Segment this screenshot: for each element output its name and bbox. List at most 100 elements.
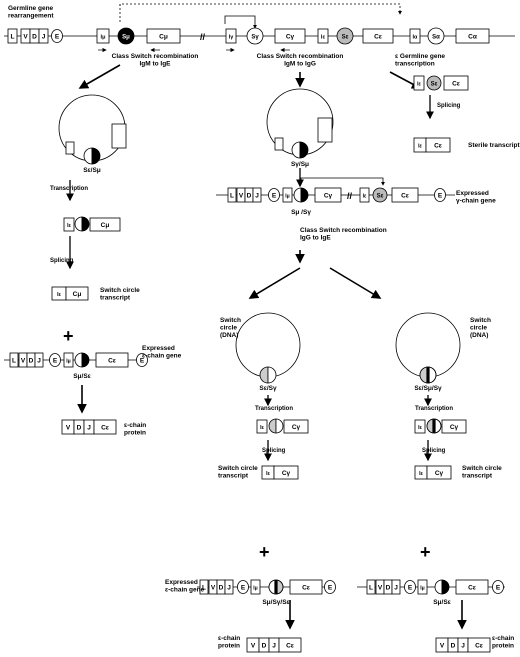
le-E	[49, 353, 61, 367]
b1p-Ceps-label: Cε	[286, 642, 294, 649]
b1e-E2-label: E	[328, 584, 333, 591]
eg-V-label: V	[239, 192, 244, 199]
b1p-J-label: J	[272, 642, 276, 649]
left-circle-junction-right	[91, 147, 101, 165]
transcription-b2: Transcription	[415, 406, 453, 412]
b2p-Ceps	[467, 637, 491, 653]
le-E2-label: E	[140, 357, 145, 364]
b2e-Imu	[417, 579, 428, 595]
g-D-label: D	[32, 33, 37, 40]
le-j-left	[74, 352, 83, 368]
switch-circle-dna-b1-line2: circle	[220, 325, 237, 332]
le-L	[9, 352, 19, 368]
switch-circle-dna-b2-line3: (DNA)	[470, 332, 488, 339]
b2-s-Cg	[426, 465, 452, 480]
r-s-Ceps-label: Cε	[434, 142, 442, 149]
lp-D-label: D	[77, 424, 82, 431]
g-Seps	[336, 27, 354, 45]
le-D-label: D	[29, 357, 34, 364]
splicing-b2: Splicing	[422, 448, 446, 454]
sct-left-line2: transcript	[100, 295, 131, 302]
b1-t-j-right	[275, 418, 284, 434]
lp-J-label: J	[87, 424, 91, 431]
b1e-Imu	[250, 579, 261, 595]
splicing-right: Splicing	[437, 103, 461, 109]
r-Seps	[426, 75, 442, 91]
b2e-j-left	[434, 579, 443, 595]
mid-circle-junction-label: Sγ/Sμ	[291, 161, 309, 168]
splicing-b1: Splicing	[262, 448, 286, 454]
r-Ceps	[443, 75, 469, 91]
le-j-right	[81, 352, 90, 368]
eps-protein-b1-line1: ε-chain	[218, 635, 240, 642]
switch-circle-dna-b2-line1: Switch	[470, 317, 491, 324]
sct-b1-line2: transcript	[218, 473, 249, 480]
b1e-junction-label: Sμ/Sγ/Sε	[262, 599, 289, 606]
g-Smu	[117, 27, 135, 45]
b2e-j-right	[441, 579, 450, 595]
b2-t-Ieps	[414, 419, 426, 434]
le-Imu-label: Iμ	[66, 358, 70, 364]
b2e-Ceps-label: Cε	[468, 584, 476, 591]
eg-Ieps-label: Iε	[363, 193, 367, 199]
g-L-label: L	[11, 33, 15, 40]
splicing-left: Splicing	[50, 258, 74, 264]
b2e-E2-label: E	[496, 584, 501, 591]
b2p-J-label: J	[461, 642, 465, 649]
g-V-label: V	[23, 33, 28, 40]
r-s-Ceps	[425, 137, 451, 153]
eg-D-label: D	[247, 192, 252, 199]
arrow-branch-left	[248, 267, 301, 299]
plus-left: +	[63, 326, 74, 346]
lp-Ceps	[93, 419, 117, 435]
transcription-left: Transcription	[50, 186, 88, 192]
le-J-label: J	[37, 357, 41, 364]
g-Salpha-label: Sα	[432, 34, 440, 40]
b2e-V-label: V	[378, 584, 383, 591]
g-Salpha	[427, 27, 445, 45]
lp-Ceps-label: Cε	[101, 424, 109, 431]
eg-Cgamma	[314, 187, 342, 203]
sct-b2-line2: transcript	[462, 473, 493, 480]
eg-Imu	[282, 187, 293, 203]
g-Calpha-label: Cα	[468, 33, 477, 40]
csr-igg-ige-line2: IgG to IgE	[300, 235, 331, 242]
b1-j-right	[267, 366, 277, 384]
g-Ceps	[362, 28, 394, 44]
g-Ialpha	[409, 28, 421, 44]
g-Cmu-label: Cμ	[159, 33, 168, 40]
g-Ieps	[317, 28, 329, 44]
b2p-V-label: V	[440, 642, 445, 649]
eps-protein-left-line2: protein	[124, 430, 146, 437]
switch-circle-dna-b1-line1: Switch	[220, 317, 241, 324]
b2-t-Cg-label: Cγ	[450, 424, 459, 431]
eg-junction-label: Sμ /Sγ	[291, 209, 311, 216]
eg-j-right	[300, 187, 309, 203]
eps-germline-line1: ε Germline gene	[395, 53, 445, 60]
left-circle-junction-left	[83, 147, 93, 165]
b1e-V-label: V	[211, 584, 216, 591]
b1-s-Cg	[273, 465, 299, 480]
left-s-Cmu	[65, 286, 89, 301]
g-Calpha	[455, 28, 490, 44]
lp-V-label: V	[66, 424, 71, 431]
plus-b2: +	[420, 542, 431, 562]
eg-Cgamma-label: Cγ	[324, 192, 333, 199]
g-Cmu	[146, 28, 181, 44]
b1-t-Cg	[283, 419, 309, 434]
r-s-Ieps-label: Iε	[418, 143, 422, 149]
eg-E	[268, 188, 280, 202]
le-Ceps-label: Cε	[108, 357, 116, 364]
left-t-Ieps	[63, 217, 75, 232]
b2e-E-label: E	[408, 584, 413, 591]
b1e-Imu-label: Iμ	[253, 585, 257, 591]
eg-E2-label: E	[438, 192, 443, 199]
eg-E2	[434, 188, 446, 202]
r-Ieps-label: Iε	[417, 81, 421, 87]
eg-Ceps-label: Cε	[401, 192, 409, 199]
g-Ceps-label: Cε	[374, 33, 382, 40]
b2e-L	[366, 579, 376, 595]
r-Ceps-label: Cε	[452, 80, 460, 87]
g-J	[38, 28, 49, 44]
left-t-Ieps-label: Iε	[67, 223, 71, 229]
